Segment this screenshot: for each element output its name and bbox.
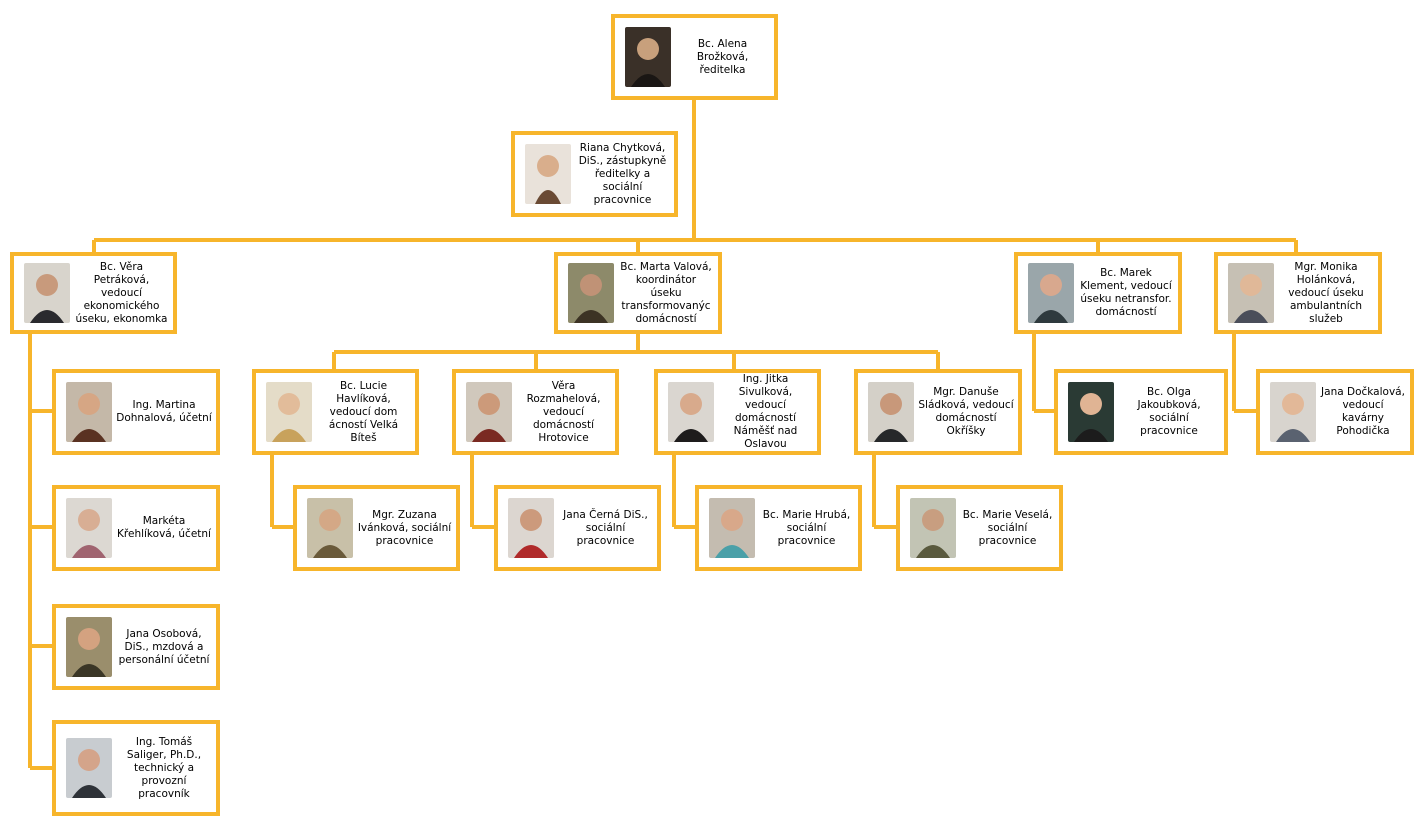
- person-name: Ing. Martina Dohnalová, účetní: [116, 399, 212, 424]
- org-node-household-staff: Bc. Marie Hrubá, sociální pracovnice: [695, 485, 862, 571]
- person-photo: [1270, 382, 1316, 442]
- person-photo: [66, 382, 112, 442]
- person-name: Ing. Tomáš Saliger, Ph.D., technický a p…: [126, 735, 202, 800]
- person-name: Bc. Věra Petráková, vedoucí ekonomického…: [75, 260, 168, 325]
- person-photo: [66, 617, 112, 677]
- person-name: Ing. Jitka Sivulková, vedoucí domácností…: [733, 373, 798, 450]
- person-name: Bc. Marek Klement, vedoucí úseku netrans…: [1080, 267, 1172, 318]
- org-node-household-staff: Jana Černá DiS., sociální pracovnice: [494, 485, 661, 571]
- person-name: Věra Rozmahelová, vedoucí domácností Hro…: [526, 379, 601, 444]
- org-node-economic-head: Bc. Věra Petráková, vedoucí ekonomického…: [10, 252, 177, 334]
- person-photo: [1228, 263, 1274, 323]
- org-node-ambulant-head: Mgr. Monika Holánková, vedoucí úseku amb…: [1214, 252, 1382, 334]
- person-photo: [1028, 263, 1074, 323]
- person-photo: [625, 27, 671, 87]
- person-name: Bc. Marie Hrubá, sociální pracovnice: [762, 508, 851, 547]
- person-photo: [568, 263, 614, 323]
- person-name: Jana Dočkalová, vedoucí kavárny Pohodičk…: [1321, 386, 1405, 437]
- person-name: Riana Chytková, DiS., zástupkyně ředitel…: [578, 141, 667, 206]
- org-node-nontransform-head: Bc. Marek Klement, vedoucí úseku netrans…: [1014, 252, 1182, 334]
- person-photo: [66, 738, 112, 798]
- person-photo: [508, 498, 554, 558]
- person-photo: [709, 498, 755, 558]
- person-photo: [868, 382, 914, 442]
- person-name: Markéta Křehlíková, účetní: [117, 515, 211, 540]
- org-node-household-head: Ing. Jitka Sivulková, vedoucí domácností…: [654, 369, 821, 455]
- org-node-economic-staff: Markéta Křehlíková, účetní: [52, 485, 220, 571]
- person-name: Bc. Marta Valová, koordinátor úseku tran…: [620, 260, 712, 325]
- org-node-economic-staff: Ing. Martina Dohnalová, účetní: [52, 369, 220, 455]
- person-photo: [525, 144, 571, 204]
- person-name: Mgr. Monika Holánková, vedoucí úseku amb…: [1288, 260, 1364, 325]
- org-node-ambulant-staff: Jana Dočkalová, vedoucí kavárny Pohodičk…: [1256, 369, 1414, 455]
- person-photo: [910, 498, 956, 558]
- person-name: Bc. Lucie Havlíková, vedoucí dom ácností…: [328, 379, 399, 444]
- person-name: Jana Osobová, DiS., mzdová a personální …: [118, 627, 210, 666]
- org-node-economic-staff: Jana Osobová, DiS., mzdová a personální …: [52, 604, 220, 690]
- org-node-director: Bc. Alena Brožková, ředitelka: [611, 14, 778, 100]
- person-name: Bc. Alena Brožková, ředitelka: [696, 37, 749, 76]
- person-photo: [24, 263, 70, 323]
- person-photo: [307, 498, 353, 558]
- person-name: Mgr. Zuzana Ivánková, sociální pracovnic…: [357, 508, 452, 547]
- org-node-household-staff: Mgr. Zuzana Ivánková, sociální pracovnic…: [293, 485, 460, 571]
- person-name: Bc. Marie Veselá, sociální pracovnice: [962, 508, 1053, 547]
- person-photo: [668, 382, 714, 442]
- org-node-household-head: Mgr. Danuše Sládková, vedoucí domácností…: [854, 369, 1022, 455]
- org-node-transform-head: Bc. Marta Valová, koordinátor úseku tran…: [554, 252, 722, 334]
- person-photo: [66, 498, 112, 558]
- person-name: Mgr. Danuše Sládková, vedoucí domácností…: [918, 386, 1014, 437]
- org-node-nontransform-staff: Bc. Olga Jakoubková, sociální pracovnice: [1054, 369, 1228, 455]
- org-node-household-head: Věra Rozmahelová, vedoucí domácností Hro…: [452, 369, 619, 455]
- person-photo: [266, 382, 312, 442]
- person-name: Jana Černá DiS., sociální pracovnice: [563, 508, 648, 547]
- person-photo: [466, 382, 512, 442]
- org-node-household-head: Bc. Lucie Havlíková, vedoucí dom ácností…: [252, 369, 419, 455]
- person-photo: [1068, 382, 1114, 442]
- org-node-deputy: Riana Chytková, DiS., zástupkyně ředitel…: [511, 131, 678, 217]
- org-node-household-staff: Bc. Marie Veselá, sociální pracovnice: [896, 485, 1063, 571]
- person-name: Bc. Olga Jakoubková, sociální pracovnice: [1137, 386, 1201, 437]
